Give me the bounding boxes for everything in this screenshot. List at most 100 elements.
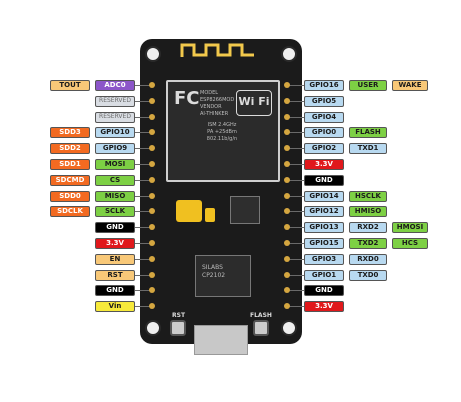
pin-label-mosi: MOSI [95, 159, 135, 170]
header-pin [149, 193, 155, 199]
connector-line [135, 306, 152, 307]
header-pin [149, 82, 155, 88]
fc-logo: FC [174, 88, 200, 109]
pin-label-sdd0: SDD0 [50, 191, 90, 202]
usb-chip-line: SILABS [202, 264, 223, 271]
pin-label-sdd3: SDD3 [50, 127, 90, 138]
connector-line [135, 164, 152, 165]
pin-label-gpio15: GPIO15 [304, 238, 344, 249]
header-pin [284, 303, 290, 309]
pin-label-user: USER [349, 80, 387, 91]
header-pin [284, 240, 290, 246]
header-pin [284, 272, 290, 278]
header-pin [149, 208, 155, 214]
header-pin [149, 256, 155, 262]
module-line: 802.11b/g/n [206, 136, 238, 142]
reset-button[interactable] [170, 320, 186, 336]
pin-label-gpio1: GPIO1 [304, 270, 344, 281]
pin-label-hsclk: HSCLK [349, 191, 387, 202]
connector-line [287, 196, 304, 197]
pin-label-adc0: ADC0 [95, 80, 135, 91]
micro-usb-port [194, 325, 248, 355]
pin-label-hcs: HCS [392, 238, 428, 249]
pin-label-sdd1: SDD1 [50, 159, 90, 170]
pin-label-3-3v: 3.3V [95, 238, 135, 249]
header-pin [149, 287, 155, 293]
pin-label-reserved: RESERVED [95, 96, 135, 107]
usb-uart-chip: SILABS CP2102 [195, 255, 251, 297]
header-pin [284, 193, 290, 199]
pin-label-gpio3: GPIO3 [304, 254, 344, 265]
pin-label-sdcmd: SDCMD [50, 175, 90, 186]
mounting-hole-top-right [281, 46, 297, 62]
pin-label-gpio13: GPIO13 [304, 222, 344, 233]
header-pin [284, 145, 290, 151]
connector-line [135, 117, 152, 118]
pin-label-gpio16: GPIO16 [304, 80, 344, 91]
connector-line [287, 290, 304, 291]
module-text: MODEL ESP8266MOD VENDOR AI-THINKER [200, 90, 242, 118]
connector-line [287, 117, 304, 118]
connector-line [287, 85, 304, 86]
capacitor-small [205, 208, 215, 222]
module-line: ESP8266MOD [200, 97, 235, 103]
connector-line [135, 243, 152, 244]
connector-line [287, 148, 304, 149]
connector-line [287, 101, 304, 102]
header-pin [149, 224, 155, 230]
module-spec-text: ISM 2.4GHz PA +25dBm 802.11b/g/n [180, 122, 264, 143]
header-pin [284, 256, 290, 262]
connector-line [135, 211, 152, 212]
connector-line [135, 259, 152, 260]
header-pin [149, 98, 155, 104]
connector-line [135, 196, 152, 197]
header-pin [149, 272, 155, 278]
capacitor [176, 200, 202, 222]
pin-label-gpio14: GPIO14 [304, 191, 344, 202]
connector-line [135, 132, 152, 133]
pin-label-gnd: GND [304, 175, 344, 186]
wifi-logo: Wi Fi [236, 90, 272, 116]
connector-line [287, 164, 304, 165]
flash-label: FLASH [250, 312, 272, 319]
pin-label-sdclk: SDCLK [50, 206, 90, 217]
pin-label-rxd0: RXD0 [349, 254, 387, 265]
module-line: MODEL [200, 90, 219, 96]
header-pin [284, 129, 290, 135]
voltage-regulator [230, 196, 260, 224]
pin-label-gpio5: GPIO5 [304, 96, 344, 107]
header-pin [149, 240, 155, 246]
connector-line [135, 85, 152, 86]
header-pin [284, 98, 290, 104]
pcb-antenna [180, 43, 254, 57]
pin-label-vin: Vin [95, 301, 135, 312]
connector-line [287, 259, 304, 260]
flash-button[interactable] [253, 320, 269, 336]
header-pin [149, 303, 155, 309]
connector-line [135, 290, 152, 291]
pin-label-en: EN [95, 254, 135, 265]
module-line: AI-THINKER [200, 111, 229, 117]
pin-label-cs: CS [95, 175, 135, 186]
header-pin [284, 287, 290, 293]
header-pin [284, 224, 290, 230]
module-line: ISM 2.4GHz [207, 122, 237, 128]
connector-line [287, 132, 304, 133]
header-pin [149, 177, 155, 183]
pin-label-gnd: GND [95, 222, 135, 233]
connector-line [287, 180, 304, 181]
connector-line [287, 275, 304, 276]
connector-line [287, 243, 304, 244]
pin-label-txd0: TXD0 [349, 270, 387, 281]
header-pin [284, 208, 290, 214]
pin-label-gpio9: GPIO9 [95, 143, 135, 154]
connector-line [287, 227, 304, 228]
pin-label-flash: FLASH [349, 127, 387, 138]
mounting-hole-top-left [145, 46, 161, 62]
connector-line [135, 101, 152, 102]
pin-label-gpio4: GPIO4 [304, 112, 344, 123]
pin-label-gpio10: GPIO10 [95, 127, 135, 138]
mounting-hole-bottom-left [145, 320, 161, 336]
header-pin [149, 145, 155, 151]
esp8266-module: FC Wi Fi MODEL ESP8266MOD VENDOR AI-THIN… [166, 80, 280, 182]
